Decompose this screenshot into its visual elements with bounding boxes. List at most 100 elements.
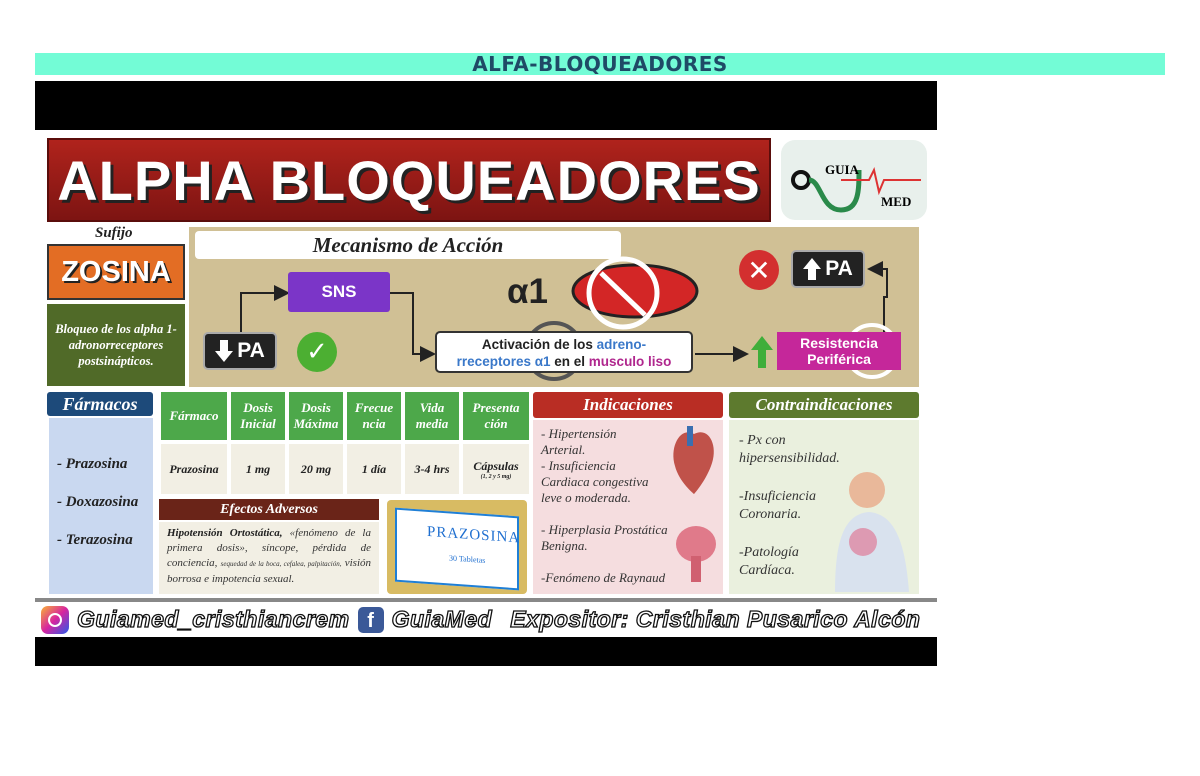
logo-guia-text: GUIA — [825, 162, 859, 177]
video-black-bar-top — [35, 81, 937, 130]
arrow-down-icon — [215, 340, 234, 362]
infographic-image: ALPHA BLOQUEADORES GUIA MED Sufijo ZOSIN… — [35, 130, 937, 637]
table-cell-text: 20 mg — [300, 461, 332, 476]
resistance-label: Resistencia Periférica — [800, 335, 878, 367]
table-header-cell: Dosis Máxima — [289, 392, 343, 440]
activation-text-1b: adreno- — [596, 337, 647, 352]
video-black-bar-bottom — [35, 637, 937, 666]
farmaco-item: - Terazosina — [57, 532, 133, 548]
pa-down-label: PA — [237, 339, 265, 362]
efectos-body: Hipotensión Ortostática, «fenómeno de la… — [159, 522, 379, 594]
contraindicacion-item: - Px con hipersensibilidad. — [739, 433, 840, 466]
cross-icon: ✕ — [739, 250, 779, 290]
indicacion-item: -Fenómeno de Raynaud — [541, 570, 666, 585]
patient-chest-pain-icon — [835, 472, 909, 592]
facebook-icon: f — [357, 606, 384, 633]
table-header-cell: Dosis Inicial — [231, 392, 285, 440]
indicaciones-body: - Hipertensión Arterial. - Insuficiencia… — [533, 420, 723, 594]
pa-up-label: PA — [825, 257, 853, 280]
drug-package-image: PRAZOSINA 30 Tabletas — [387, 500, 527, 594]
sns-label: SNS — [321, 282, 357, 301]
table-cell: 3-4 hrs — [405, 444, 459, 494]
efectos-title: Efectos Adversos — [220, 501, 318, 517]
table-header-text: Vida media — [415, 400, 449, 431]
sufijo-value: ZOSINA — [61, 255, 171, 288]
table-header-text: Dosis Máxima — [293, 400, 339, 431]
drug-package-tablets: 30 Tabletas — [449, 553, 486, 565]
indicacion-item: - Hipertensión Arterial. — [541, 426, 617, 457]
sns-box: SNS — [288, 272, 390, 312]
farmaco-item: - Doxazosina — [57, 494, 139, 510]
contraindicaciones-title: Contraindicaciones — [755, 395, 893, 414]
table-cell: Cápsulas (1, 2 y 5 mg) — [463, 444, 529, 494]
farmacos-header: Fármacos — [47, 392, 153, 416]
table-cell: 1 día — [347, 444, 401, 494]
efectos-bold: Hipotensión Ortostática, — [167, 527, 283, 539]
stethoscope-icon — [791, 167, 921, 213]
farmaco-item: - Prazosina — [57, 456, 128, 472]
document-header: ALFA-BLOQUEADORES — [35, 52, 1165, 76]
farmacos-list: - Prazosina - Doxazosina - Terazosina — [49, 418, 153, 594]
infographic-title: ALPHA BLOQUEADORES — [57, 148, 761, 212]
document-title: ALFA-BLOQUEADORES — [472, 52, 728, 76]
bloqueo-text: Bloqueo de los alpha 1-adronorreceptores… — [55, 322, 177, 368]
alpha1-label: α1 — [507, 272, 548, 311]
contraindicaciones-body: - Px con hipersensibilidad. -Insuficienc… — [729, 420, 919, 594]
activation-box: Activación de los adreno- rreceptores α1… — [435, 331, 693, 373]
indicaciones-title: Indicaciones — [583, 395, 673, 414]
efectos-small: sequedad de la boca, cefalea, palpitació… — [220, 560, 342, 568]
efectos-text1: «fenómeno de la primera dosis», síncope,… — [167, 527, 371, 569]
table-header-text: Frecue ncia — [354, 400, 394, 431]
table-cell-text: 1 día — [361, 461, 387, 476]
table-header-cell: Presenta ción — [463, 392, 529, 440]
arrow-up-icon — [803, 258, 822, 280]
activation-text-2a: rreceptores α1 — [456, 354, 551, 369]
table-cell: 1 mg — [231, 444, 285, 494]
table-cell-text: 1 mg — [245, 461, 271, 476]
infographic-footer: Guiamed_cristhiancrem f GuiaMed Exposito… — [35, 598, 937, 637]
indicacion-item: - Hiperplasia Prostática Benigna. — [541, 522, 668, 553]
table-header-cell: Frecue ncia — [347, 392, 401, 440]
indicacion-item: - Insuficiencia Cardiaca congestiva leve… — [541, 458, 649, 505]
sufijo-box: ZOSINA — [47, 244, 185, 300]
instagram-icon — [41, 605, 69, 634]
drug-package-name: PRAZOSINA — [427, 523, 521, 547]
table-header-cell: Vida media — [405, 392, 459, 440]
drug-package: PRAZOSINA 30 Tabletas — [395, 507, 521, 591]
table-header-text: Dosis Inicial — [240, 400, 276, 431]
efectos-text2: visión borrosa e impotencia sexual. — [167, 557, 371, 585]
check-icon: ✓ — [297, 332, 337, 372]
heart-anatomy-icon — [673, 426, 714, 494]
contraindicaciones-header: Contraindicaciones — [729, 392, 919, 418]
table-header-text: Fármaco — [169, 408, 219, 423]
pa-down-box: PA — [203, 332, 277, 370]
activation-text-2c: musculo liso — [588, 354, 672, 369]
bloqueo-box: Bloqueo de los alpha 1-adronorreceptores… — [47, 304, 185, 386]
green-up-arrow-icon — [751, 336, 773, 368]
sufijo-label: Sufijo — [95, 225, 133, 241]
activation-text-2b: en el — [550, 354, 589, 369]
farmacos-title: Fármacos — [62, 393, 138, 414]
expositor-text: Expositor: Cristhian Pusarico Alcón — [510, 605, 921, 632]
pa-up-box: PA — [791, 250, 865, 288]
mechanism-title: Mecanismo de Acción — [312, 232, 504, 257]
table-header-text: Presenta ción — [472, 400, 520, 431]
indicaciones-header: Indicaciones — [533, 392, 723, 418]
logo-med-text: MED — [881, 194, 912, 209]
contraindicacion-item: -Insuficiencia Coronaria. — [739, 489, 816, 522]
table-cell-text: 3-4 hrs — [414, 461, 450, 476]
table-cell: 20 mg — [289, 444, 343, 494]
facebook-handle: GuiaMed — [391, 605, 493, 632]
mechanism-title-box: Mecanismo de Acción — [195, 231, 621, 259]
resistance-box: Resistencia Periférica — [777, 332, 901, 370]
table-header-cell: Fármaco — [161, 392, 227, 440]
activation-text-1a: Activación de los — [481, 337, 597, 352]
table-cell: Prazosina — [161, 444, 227, 494]
guiamed-logo: GUIA MED — [781, 140, 927, 220]
table-cell-text: Cápsulas — [473, 458, 519, 473]
table-cell-text: Prazosina — [169, 461, 219, 476]
capsulas-note: (1, 2 y 5 mg) — [480, 473, 512, 480]
contraindicacion-item: -Patología Cardíaca. — [739, 545, 799, 578]
prostate-anatomy-icon — [676, 526, 716, 582]
instagram-handle: Guiamed_cristhiancrem — [76, 605, 350, 632]
